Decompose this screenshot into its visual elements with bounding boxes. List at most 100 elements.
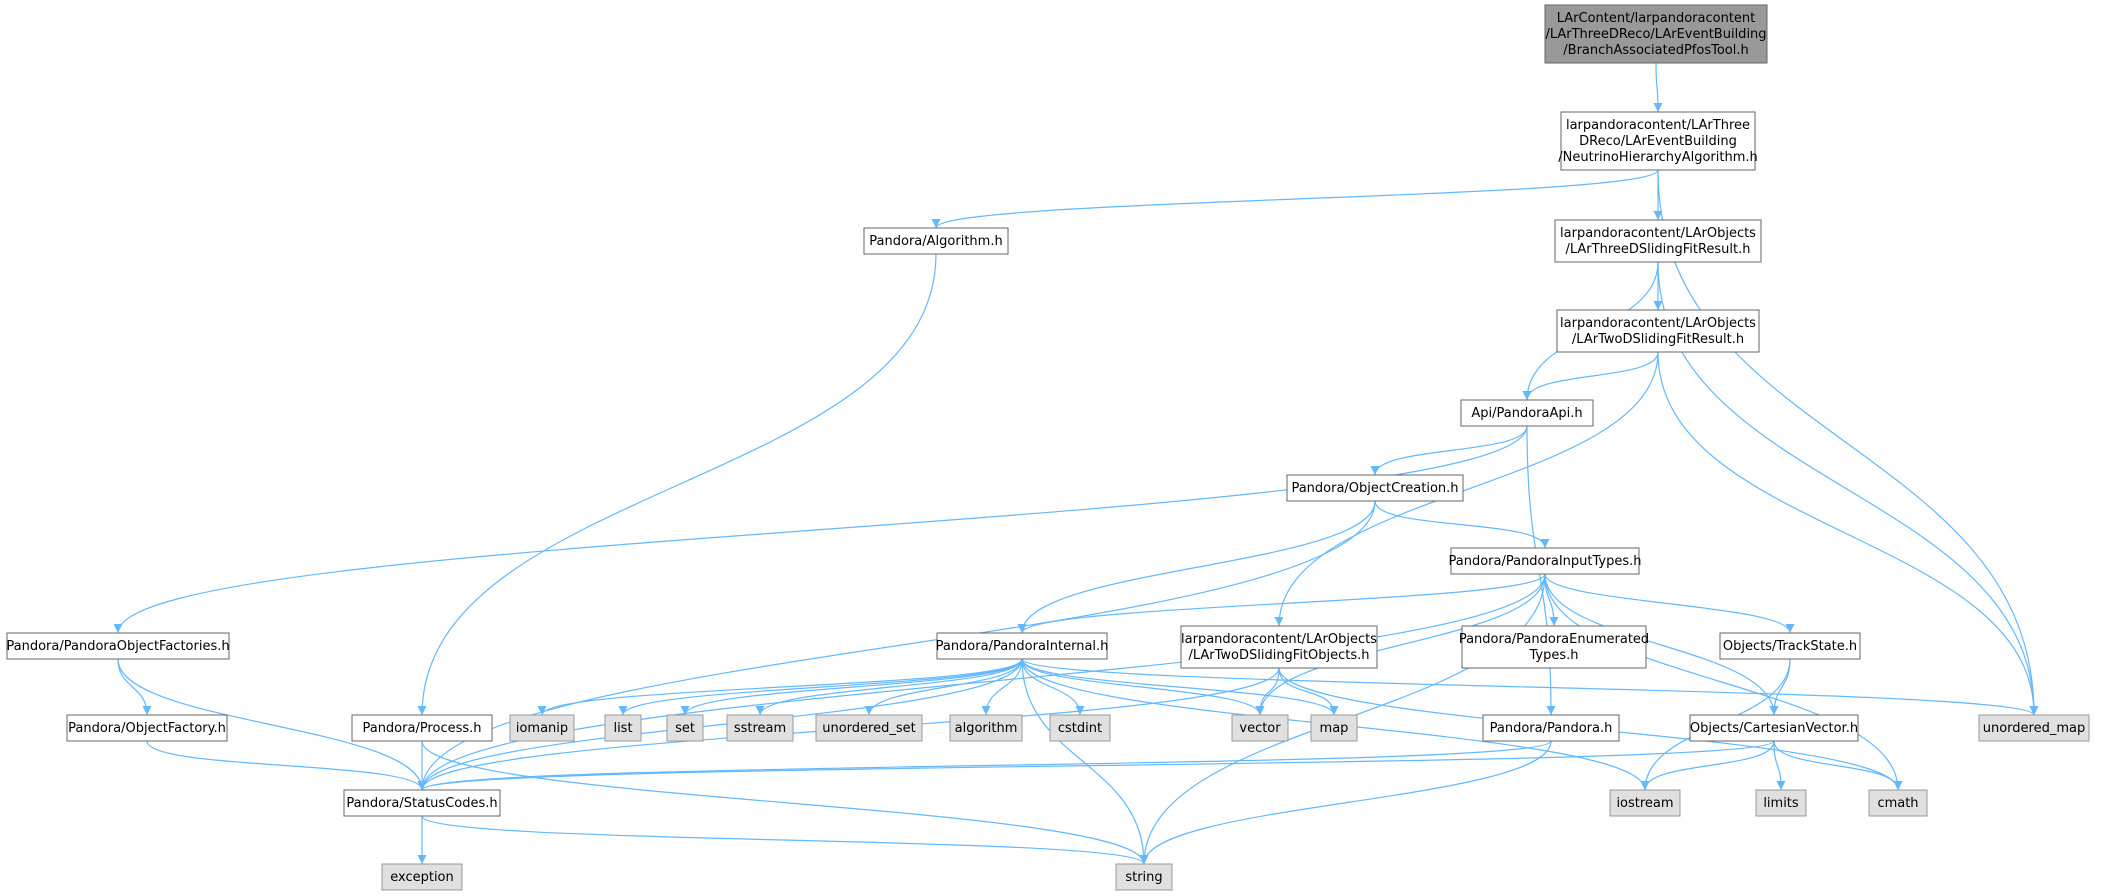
- edge-pi-to-iomanip: [537, 658, 1023, 716]
- node-pp-box: [1482, 714, 1620, 742]
- node-alg-box: [863, 227, 1009, 255]
- node-cstdint-label-line: cstdint: [1058, 721, 1102, 736]
- edge-pi-to-uset: [864, 658, 1023, 716]
- edge-root-to-nh: [1653, 62, 1663, 113]
- edge-pi-to-algorithm: [981, 658, 1023, 716]
- node-pet-box: [1461, 625, 1647, 669]
- node-pof[interactable]: Pandora/PandoraObjectFactories.h: [6, 632, 230, 660]
- node-of[interactable]: Pandora/ObjectFactory.h: [66, 714, 228, 742]
- edge-pit-to-sc: [417, 573, 1546, 791]
- edge-pit-to-cmath: [1544, 573, 1903, 791]
- node-uset-label-line: unordered_set: [822, 721, 915, 736]
- node-pp-label-line: Pandora/Pandora.h: [1490, 721, 1613, 736]
- node-proc[interactable]: Pandora/Process.h: [351, 714, 493, 742]
- node-list-label-line: list: [613, 721, 632, 736]
- node-algorithm-label-line: algorithm: [955, 721, 1018, 736]
- node-limits-label-line: limits: [1763, 796, 1799, 811]
- edge-pi-to-map: [1021, 658, 1339, 716]
- node-limits-box: [1755, 789, 1807, 817]
- node-oc[interactable]: Pandora/ObjectCreation.h: [1286, 474, 1464, 502]
- node-cmath: cmath: [1868, 789, 1928, 817]
- node-vector-box: [1231, 714, 1289, 742]
- node-l2o-box: [1180, 625, 1378, 669]
- node-set-label-line: set: [675, 721, 695, 736]
- node-iomanip-box: [509, 714, 575, 742]
- node-umap: unordered_map: [1978, 714, 2090, 742]
- edge-api-to-pof: [113, 425, 1528, 634]
- node-l2d-label-line: /LArTwoDSlidingFitResult.h: [1572, 332, 1744, 347]
- node-l2o-label-line: larpandoracontent/LArObjects: [1181, 632, 1377, 647]
- node-cv-box: [1689, 714, 1859, 742]
- node-l2d[interactable]: larpandoracontent/LArObjects/LArTwoDSlid…: [1556, 309, 1760, 353]
- edge-l2d-to-umap: [1657, 351, 2039, 716]
- node-map-box: [1310, 714, 1358, 742]
- node-pi-label-line: Pandora/PandoraInternal.h: [936, 639, 1109, 654]
- edge-proc-to-string: [421, 740, 1149, 865]
- edge-pi-to-set: [680, 658, 1023, 716]
- node-iostream: iostream: [1609, 789, 1681, 817]
- node-api-box: [1460, 399, 1594, 427]
- node-api-label-line: Api/PandoraApi.h: [1471, 406, 1582, 421]
- node-root[interactable]: LArContent/larpandoracontent/LArThreeDRe…: [1544, 4, 1768, 64]
- node-nh-label-line: larpandoracontent/LArThree: [1566, 118, 1750, 133]
- edge-cv-to-cmath: [1773, 740, 1903, 791]
- edge-ts-to-cv: [1769, 658, 1791, 716]
- edge-pi-to-vector: [1021, 658, 1265, 716]
- edge-alg-to-proc: [417, 253, 937, 716]
- node-sstream-box: [726, 714, 794, 742]
- node-nh-box: [1560, 111, 1756, 171]
- edge-pit-to-vector: [1255, 573, 1546, 716]
- node-root-label-line: /BranchAssociatedPfosTool.h: [1563, 43, 1748, 58]
- node-limits: limits: [1755, 789, 1807, 817]
- edge-l2d-to-api: [1522, 351, 1659, 401]
- node-of-box: [66, 714, 228, 742]
- node-l2o[interactable]: larpandoracontent/LArObjects/LArTwoDSlid…: [1180, 625, 1378, 669]
- node-nh[interactable]: larpandoracontent/LArThreeDReco/LArEvent…: [1558, 111, 1758, 171]
- node-cmath-box: [1868, 789, 1928, 817]
- node-iostream-box: [1609, 789, 1681, 817]
- node-cv[interactable]: Objects/CartesianVector.h: [1689, 714, 1859, 742]
- edge-oc-to-pi: [1017, 500, 1376, 634]
- node-exception-label-line: exception: [390, 870, 454, 885]
- node-algorithm: algorithm: [949, 714, 1023, 742]
- node-l2d-label-line: larpandoracontent/LArObjects: [1560, 316, 1756, 331]
- node-l3d[interactable]: larpandoracontent/LArObjects/LArThreeDSl…: [1554, 219, 1762, 263]
- node-nh-label-line: /NeutrinoHierarchyAlgorithm.h: [1558, 150, 1757, 165]
- node-ts-box: [1719, 632, 1861, 660]
- node-l3d-label-line: larpandoracontent/LArObjects: [1560, 226, 1756, 241]
- node-api[interactable]: Api/PandoraApi.h: [1460, 399, 1594, 427]
- node-sstream: sstream: [726, 714, 794, 742]
- node-pof-box: [6, 632, 230, 660]
- node-nh-label-line: DReco/LArEventBuilding: [1579, 134, 1737, 149]
- node-iomanip-label-line: iomanip: [516, 721, 568, 736]
- node-root-box: [1544, 4, 1768, 64]
- node-sstream-label-line: sstream: [734, 721, 786, 736]
- node-map-label-line: map: [1320, 721, 1349, 736]
- node-pi[interactable]: Pandora/PandoraInternal.h: [936, 632, 1109, 660]
- node-sc-box: [343, 789, 501, 817]
- node-l2d-box: [1556, 309, 1760, 353]
- edge-pit-to-pi: [1017, 573, 1546, 634]
- edge-l2o-to-vector: [1255, 667, 1280, 716]
- node-exception: exception: [381, 863, 463, 891]
- node-pet-label-line: Pandora/PandoraEnumerated: [1459, 632, 1649, 647]
- node-alg[interactable]: Pandora/Algorithm.h: [863, 227, 1009, 255]
- node-sc[interactable]: Pandora/StatusCodes.h: [343, 789, 501, 817]
- node-cstdint: cstdint: [1049, 714, 1111, 742]
- node-vector-label-line: vector: [1239, 721, 1281, 736]
- edge-pof-to-of: [117, 658, 152, 716]
- node-ts[interactable]: Objects/TrackState.h: [1719, 632, 1861, 660]
- edge-pof-to-sc: [117, 658, 427, 791]
- edge-pi-to-cstdint: [1021, 658, 1085, 716]
- edge-cv-to-iostream: [1640, 740, 1775, 791]
- node-pp[interactable]: Pandora/Pandora.h: [1482, 714, 1620, 742]
- node-of-label-line: Pandora/ObjectFactory.h: [68, 721, 226, 736]
- edge-l2o-to-map: [1278, 667, 1339, 716]
- node-oc-box: [1286, 474, 1464, 502]
- node-pit[interactable]: Pandora/PandoraInputTypes.h: [1448, 547, 1642, 575]
- edge-l2d-to-l2o: [1274, 351, 1659, 627]
- edge-api-to-oc: [1370, 425, 1528, 476]
- node-proc-box: [351, 714, 493, 742]
